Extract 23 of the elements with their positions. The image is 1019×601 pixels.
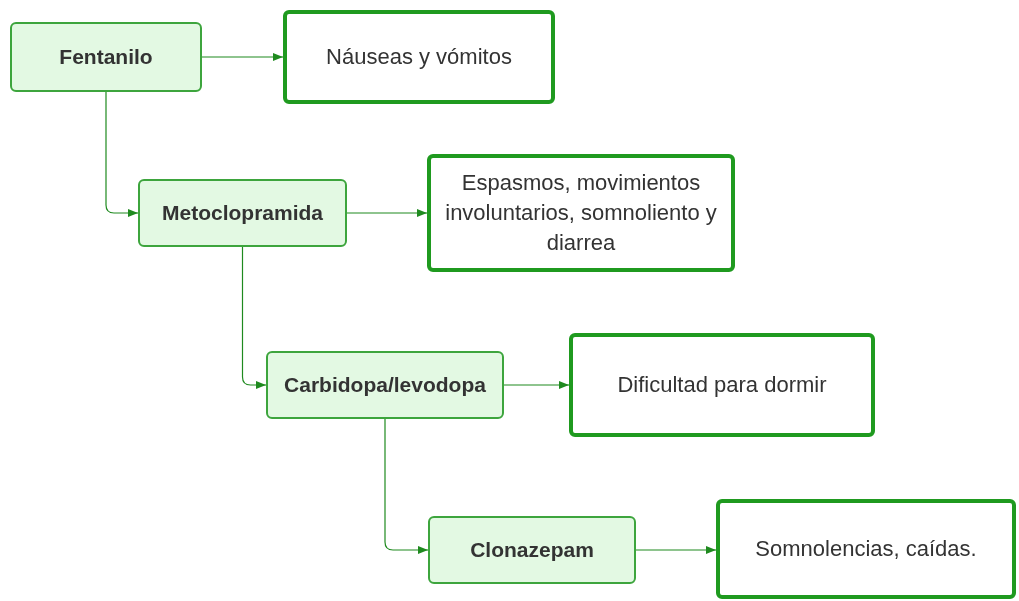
arrow bbox=[384, 418, 429, 554]
arrow bbox=[201, 53, 284, 61]
arrow bbox=[346, 209, 428, 217]
effect-text: Somnolencias, caídas. bbox=[755, 535, 977, 564]
drug-name: Carbidopa/levodopa bbox=[284, 373, 486, 397]
drug-name: Clonazepam bbox=[470, 538, 594, 562]
drug-name: Metoclopramida bbox=[162, 201, 323, 225]
arrow bbox=[105, 91, 139, 217]
effect-box bbox=[427, 154, 735, 272]
effect-text: Náuseas y vómitos bbox=[326, 43, 512, 72]
arrow bbox=[503, 381, 570, 389]
arrow bbox=[635, 546, 717, 554]
effect-text: Espasmos, movimientos involuntarios, somnoliento y diarrea bbox=[444, 169, 718, 257]
drug-name: Fentanilo bbox=[59, 45, 153, 69]
drug-box bbox=[428, 516, 636, 584]
drug-box bbox=[10, 22, 202, 92]
drug-box bbox=[138, 179, 347, 247]
effect-box bbox=[283, 10, 555, 104]
effect-box bbox=[569, 333, 875, 437]
arrow bbox=[241, 246, 267, 389]
effect-text: Dificultad para dormir bbox=[617, 371, 827, 400]
drug-box bbox=[266, 351, 504, 419]
effect-box bbox=[716, 499, 1016, 599]
